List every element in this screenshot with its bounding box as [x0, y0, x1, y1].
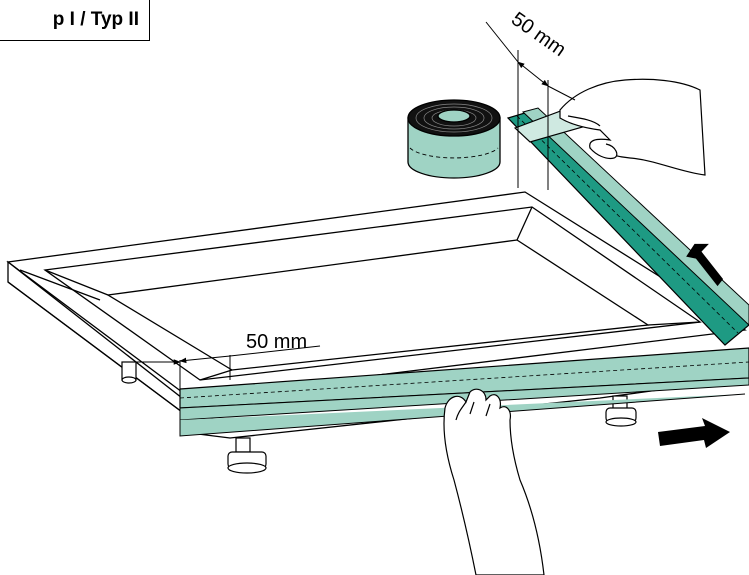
type-label: p I / Typ II — [0, 0, 150, 41]
hand-icon-top — [513, 78, 706, 176]
dimension-front-offset — [136, 345, 321, 395]
dimension-front-offset-label: 50 mm — [246, 331, 307, 353]
sealing-tape-right — [506, 107, 749, 346]
tray-foot-right — [605, 395, 637, 427]
tray-foot-front — [227, 437, 267, 474]
arrow-up-icon — [686, 243, 724, 287]
arrow-right-icon — [658, 418, 730, 448]
shower-tray — [6, 191, 747, 439]
dimension-tape-width — [485, 21, 576, 190]
tape-roll-icon — [407, 99, 501, 179]
tray-foot-left — [121, 361, 137, 384]
hand-icon-bottom — [443, 388, 545, 575]
dimension-tape-width-label: 50 mm — [507, 8, 570, 61]
